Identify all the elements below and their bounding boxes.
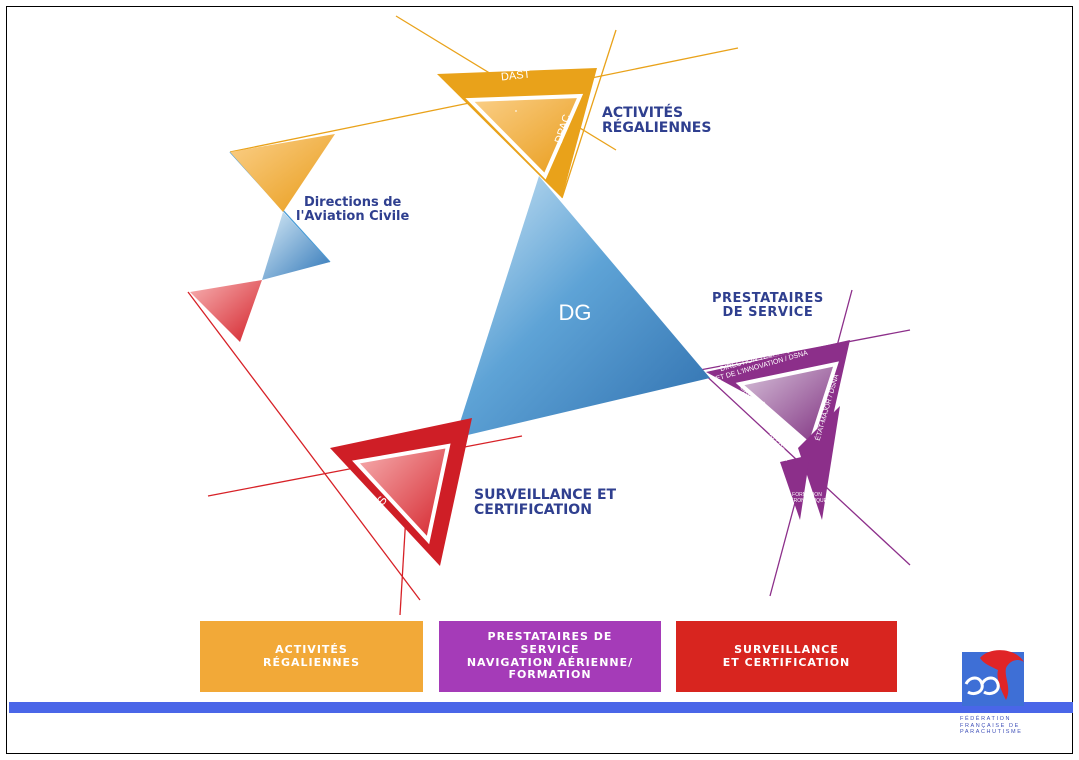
prestataires-triangle-group [706, 340, 850, 520]
dg-label: DG [559, 300, 592, 325]
surveillance-triangle-group [330, 418, 472, 566]
aviation-civile-triangles [190, 134, 335, 342]
dast-label: DAST [500, 68, 531, 83]
aviation-civile-title: Directions de l'Aviation Civile [296, 196, 409, 223]
regaliennes-title: ACTIVITÉS RÉGALIENNES [602, 105, 712, 136]
logo-text: FÉDÉRATION FRANÇAISE DE PARACHUTISME [960, 716, 1023, 736]
legend-regaliennes: ACTIVITÉS RÉGALIENNES [200, 621, 423, 692]
surveillance-title: SURVEILLANCE ET CERTIFICATION [474, 487, 617, 518]
parachute-logo-icon [962, 650, 1024, 706]
footer-blue-bar [9, 702, 1073, 713]
legend-surveillance: SURVEILLANCE ET CERTIFICATION [676, 621, 897, 692]
dg-triangle [455, 176, 710, 438]
surveillance-title-text: SURVEILLANCE ET CERTIFICATION [474, 487, 617, 518]
parachute-federation-logo: FÉDÉRATION FRANÇAISE DE PARACHUTISME [960, 648, 1032, 748]
prestataires-title-text: PRESTATAIRES DE SERVICE [712, 291, 824, 320]
legend-prestataires: PRESTATAIRES DE SERVICE NAVIGATION AÉRIE… [439, 621, 661, 692]
legend-regaliennes-label: ACTIVITÉS RÉGALIENNES [263, 642, 360, 669]
legend-prestataires-label: PRESTATAIRES DE SERVICE NAVIGATION AÉRIE… [466, 630, 634, 682]
legend-surveillance-label: SURVEILLANCE ET CERTIFICATION [722, 642, 851, 669]
prestataires-title: PRESTATAIRES DE SERVICE [712, 292, 824, 319]
aviation-civile-title-text: Directions de l'Aviation Civile [296, 195, 410, 224]
regaliennes-title-text: ACTIVITÉS RÉGALIENNES [602, 105, 712, 136]
dre-label: DRE [481, 137, 504, 163]
regaliennes-triangle-group [437, 68, 597, 198]
slide-frame [6, 6, 1073, 754]
